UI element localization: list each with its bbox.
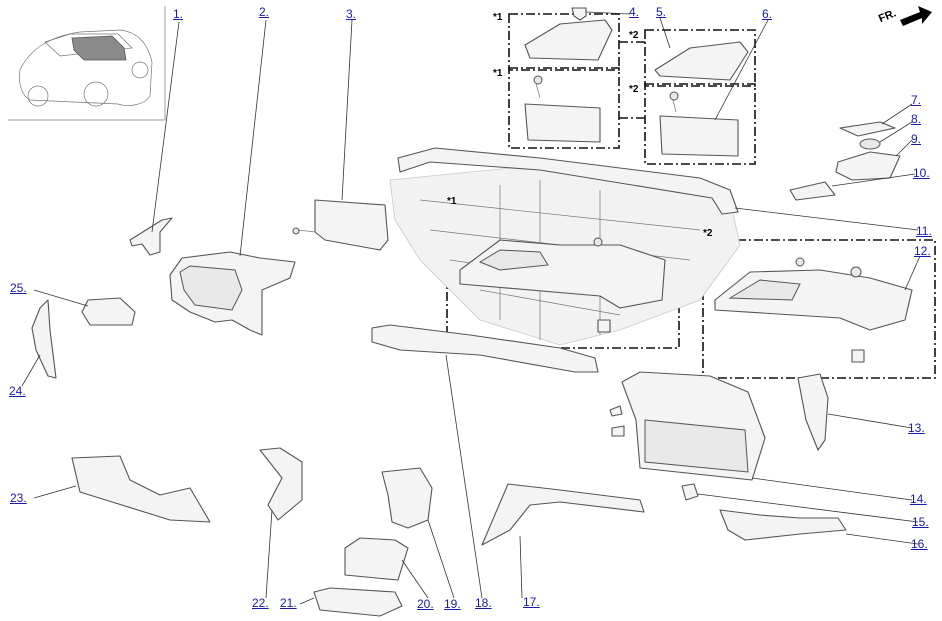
part-7-cover: [839, 121, 896, 137]
marker-note2: *2: [629, 30, 639, 41]
callout-20[interactable]: 20.: [417, 597, 434, 611]
part-9-switch-base: [835, 151, 901, 181]
callout-21[interactable]: 21.: [280, 596, 297, 610]
callout-25[interactable]: 25.: [10, 281, 27, 295]
callout-10[interactable]: 10.: [913, 166, 930, 180]
part-12-lower-panel: [459, 237, 913, 363]
callout-18[interactable]: 18.: [475, 596, 492, 610]
part-21-switch-panel: [313, 587, 403, 617]
part-24-side-panel: [31, 299, 57, 379]
callout-8[interactable]: 8.: [911, 112, 922, 126]
note2-box-lower-panel: [702, 239, 936, 379]
marker-note1: *1: [493, 68, 503, 79]
part-16-lower-trim: [719, 509, 847, 541]
part-8-ring: [859, 138, 881, 150]
part-22-bracket: [259, 447, 303, 521]
part-6-display: [524, 75, 739, 157]
callout-19[interactable]: 19.: [444, 597, 461, 611]
leader-lines: [21, 11, 921, 605]
note1-box-display: [508, 67, 620, 149]
note2-box-display: [644, 83, 756, 165]
marker-note2: *2: [629, 84, 639, 95]
part-18-center-trim: [371, 324, 599, 373]
part-5-display-trim: [524, 19, 613, 61]
callout-14[interactable]: 14.: [910, 492, 927, 506]
part-23-knee-panel: [71, 455, 211, 523]
vehicle-locator-inset: [8, 6, 166, 121]
part-13-side-panel: [797, 373, 829, 451]
callout-3[interactable]: 3.: [346, 7, 357, 21]
callout-7[interactable]: 7.: [911, 93, 922, 107]
part-20-shift-panel: [344, 537, 409, 581]
part-10-knob-trim: [789, 181, 836, 201]
marker-note1: *1: [493, 12, 503, 23]
callout-6[interactable]: 6.: [762, 7, 773, 21]
callout-17[interactable]: 17.: [523, 595, 540, 609]
callout-5[interactable]: 5.: [656, 5, 667, 19]
part-19-shift-bracket: [381, 467, 433, 529]
callout-9[interactable]: 9.: [911, 132, 922, 146]
callout-23[interactable]: 23.: [10, 491, 27, 505]
callout-22[interactable]: 22.: [252, 596, 269, 610]
part-3-combination-meter: [292, 199, 389, 251]
callout-16[interactable]: 16.: [911, 537, 928, 551]
callout-15[interactable]: 15.: [912, 515, 929, 529]
callout-12[interactable]: 12.: [914, 244, 931, 258]
callout-11[interactable]: 11.: [916, 224, 932, 238]
part-14-glove-box: [609, 371, 766, 481]
callout-2[interactable]: 2.: [259, 5, 270, 19]
callout-1[interactable]: 1.: [173, 7, 184, 21]
marker-note1: *1: [447, 196, 457, 207]
part-17-side-trim: [481, 483, 645, 546]
part-25-vent: [81, 297, 136, 326]
callout-24[interactable]: 24.: [9, 384, 26, 398]
front-direction-arrow: [900, 6, 932, 26]
part-2-cluster-hood: [169, 251, 296, 336]
callout-4[interactable]: 4.: [629, 5, 640, 19]
part-15-damper: [681, 483, 699, 501]
marker-note2: *2: [703, 228, 713, 239]
callout-13[interactable]: 13.: [908, 421, 925, 435]
note2-box-upper: [644, 29, 756, 87]
part-4-clip: [571, 7, 587, 21]
part-1-bracket: [129, 217, 173, 256]
